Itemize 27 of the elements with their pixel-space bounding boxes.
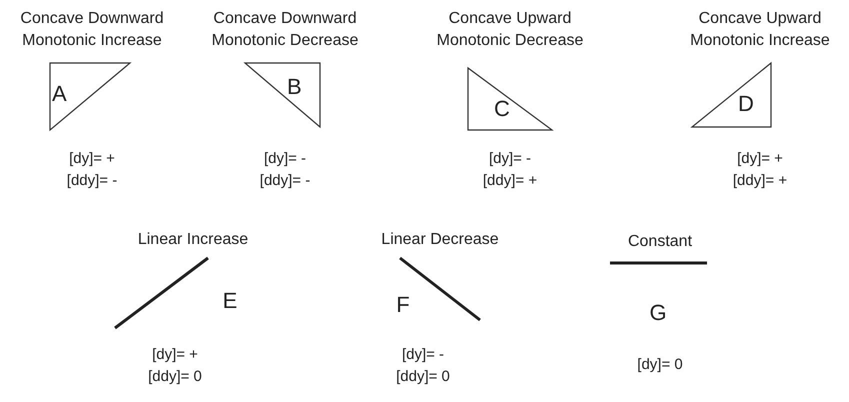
derivative-sign: [ddy]= - [66, 172, 118, 190]
derivative-sign: [dy]= + [69, 150, 115, 168]
derivative-sign: [ddy]= - [260, 172, 310, 190]
line-heading: Linear Decrease [381, 230, 499, 250]
derivative-sign: [dy]= - [402, 346, 444, 364]
derivative-sign: [dy]= + [152, 346, 198, 364]
shape-heading: Concave Upward Monotonic Increase [689, 9, 831, 51]
shape-letter: D [738, 92, 754, 116]
shape-letter: A [52, 82, 67, 106]
derivative-sign: [ddy]= 0 [396, 368, 450, 386]
derivative-sign: [ddy]= 0 [148, 368, 202, 386]
shape-letter: B [287, 75, 302, 99]
derivative-sign: [dy]= + [737, 150, 783, 168]
line-letter: E [222, 289, 238, 313]
line-letter: F [396, 293, 410, 317]
shape-heading: Concave Upward Monotonic Decrease [436, 9, 584, 51]
shape-heading: Concave Downward Monotonic Decrease [210, 9, 360, 51]
line-letter: G [649, 301, 667, 325]
line-heading: Linear Increase [138, 230, 248, 250]
derivative-sign: [dy]= - [264, 150, 306, 168]
derivative-sign: [dy]= 0 [637, 356, 683, 374]
shape-letter: C [494, 97, 510, 121]
derivative-sign: [ddy]= + [732, 172, 788, 190]
shape-heading: Concave Downward Monotonic Increase [19, 9, 165, 51]
line-heading: Constant [628, 232, 692, 252]
derivative-sign: [ddy]= + [482, 172, 538, 190]
derivative-sign: [dy]= - [488, 150, 532, 168]
